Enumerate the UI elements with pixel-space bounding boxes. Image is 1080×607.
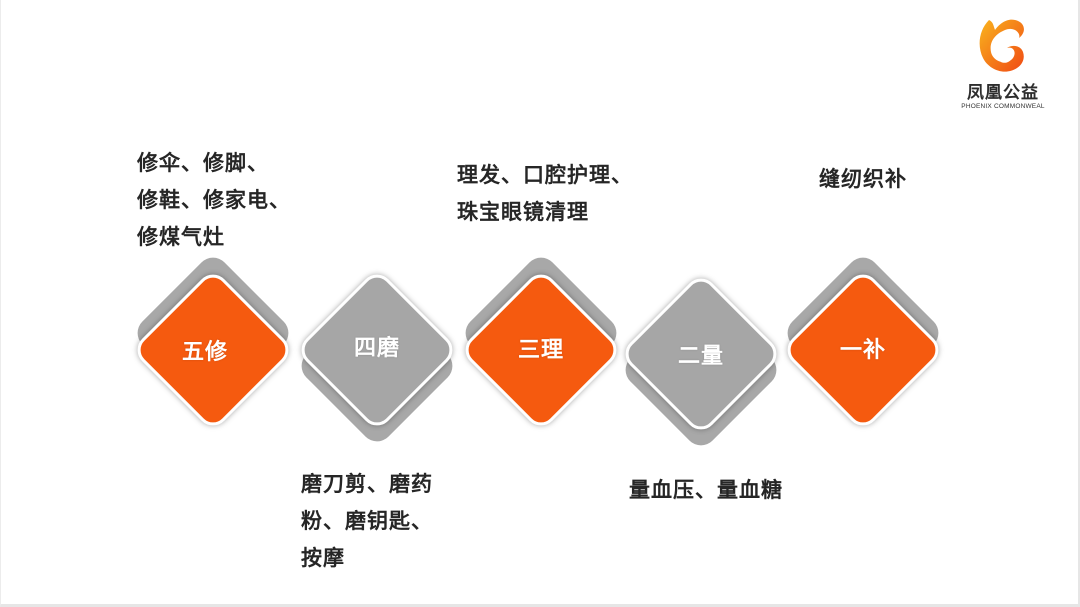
step-2-four-grinds: 四磨 — [294, 267, 460, 449]
description-line: 粉、磨钥匙、 — [301, 509, 433, 533]
step-4-two-measures: 二量 — [618, 271, 784, 453]
step-5-one-mend: 一补 — [780, 250, 946, 433]
step-1-five-repairs: 五修 — [130, 250, 296, 433]
step-3-three-cares: 三理 — [458, 250, 624, 433]
step-label: 五修 — [181, 340, 228, 365]
description-line: 磨刀剪、磨药 — [301, 472, 433, 496]
step-label: 二量 — [677, 344, 724, 369]
step-label: 三理 — [517, 338, 564, 363]
description-line: 修鞋、修家电、 — [137, 188, 291, 212]
description-line: 量血压、量血糖 — [629, 478, 783, 502]
step-label: 一补 — [839, 338, 886, 363]
logo-text-en: PHOENIX COMMONWEAL — [961, 103, 1045, 110]
step-4-description: 量血压、量血糖 — [629, 472, 783, 509]
step-2-description: 磨刀剪、磨药 粉、磨钥匙、 按摩 — [301, 466, 433, 577]
description-line: 理发、口腔护理、 — [457, 163, 633, 187]
description-line: 珠宝眼镜清理 — [457, 200, 589, 224]
description-line: 缝纫织补 — [819, 167, 907, 191]
step-5-description: 缝纫织补 — [819, 161, 907, 198]
step-3-description: 理发、口腔护理、 珠宝眼镜清理 — [457, 157, 633, 231]
logo-text-cn: 凤凰公益 — [967, 83, 1039, 103]
phoenix-commonweal-logo: 凤凰公益 PHOENIX COMMONWEAL — [947, 16, 1057, 110]
phoenix-logo-icon — [979, 19, 1024, 72]
description-line: 按摩 — [301, 546, 345, 570]
description-line: 修煤气灶 — [137, 225, 225, 249]
step-label: 四磨 — [353, 336, 400, 361]
step-1-description: 修伞、修脚、 修鞋、修家电、 修煤气灶 — [137, 145, 291, 256]
description-line: 修伞、修脚、 — [137, 151, 269, 175]
